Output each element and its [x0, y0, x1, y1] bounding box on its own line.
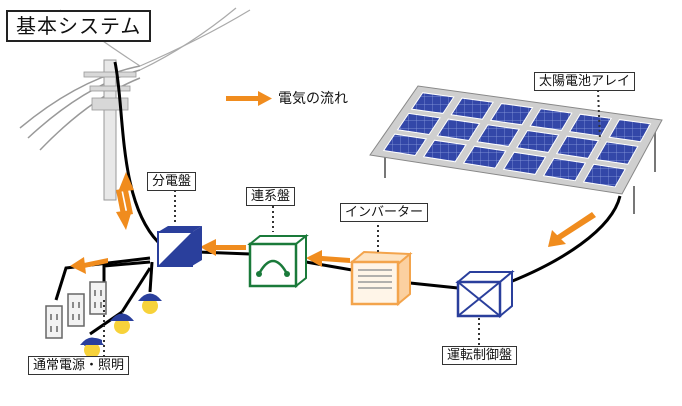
solar-panel [462, 145, 507, 169]
distribution-board-icon [157, 226, 202, 267]
solar-array [369, 85, 663, 214]
flow-arrow-distribution [200, 239, 246, 256]
charge-controller-icon [455, 269, 515, 319]
flow-arrow-inverter [306, 250, 350, 267]
page-title: 基本システム [6, 10, 152, 42]
grid-connection-label: 連系盤 [246, 187, 296, 206]
solar-panel [422, 139, 467, 163]
inverter-icon [349, 250, 413, 307]
ceiling-lights-icon [80, 293, 162, 358]
loads-label: 通常電源・照明 [28, 356, 130, 375]
solar-array-label: 太陽電池アレイ [534, 72, 636, 91]
flow-arrows [70, 91, 596, 274]
solar-panel [410, 92, 455, 115]
solar-panel [436, 118, 481, 142]
wiring [54, 61, 622, 336]
solar-panel [595, 141, 639, 165]
solar-panel [555, 135, 600, 159]
legend-arrow [226, 91, 272, 106]
solar-panel [450, 97, 494, 120]
inverter-label: インバーター [340, 203, 429, 222]
solar-panel [608, 119, 652, 143]
solar-panel-grid [382, 92, 652, 188]
solar-panel [502, 151, 547, 175]
solar-panel [516, 129, 560, 153]
solar-panel [476, 124, 520, 147]
distribution-board-label: 分電盤 [147, 172, 197, 191]
solar-panel [396, 112, 441, 136]
legend-label: 電気の流れ [278, 91, 348, 107]
solar-panel [529, 108, 573, 131]
charge-controller-label: 運転制御盤 [442, 346, 518, 365]
flow-arrow-array [548, 212, 596, 247]
solar-panel [489, 102, 534, 126]
utility-pole [19, 7, 251, 201]
flow-arrow-pole-up [118, 172, 134, 215]
solar-panel [542, 157, 587, 182]
solar-panel [582, 163, 626, 188]
solar-panel [382, 133, 428, 157]
grid-connection-panel-icon [247, 233, 309, 289]
flow-arrow-loads [70, 257, 108, 274]
leader-lines [103, 89, 601, 356]
solar-panel [568, 113, 613, 137]
wall-outlets-icon [45, 281, 107, 339]
